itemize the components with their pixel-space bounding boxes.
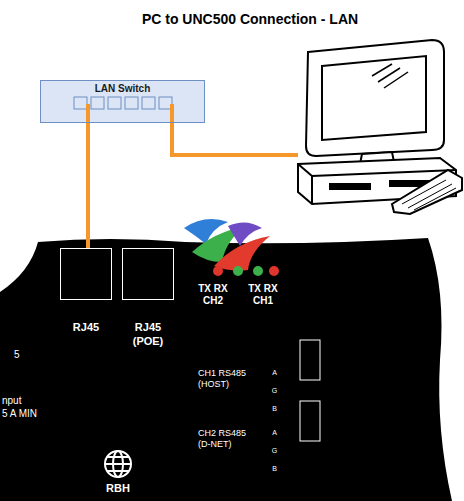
jack-socket bbox=[60, 248, 112, 300]
cut-off-label: 5 bbox=[14, 349, 34, 361]
port-label: CH1 RS485 (HOST) bbox=[198, 368, 260, 390]
led-green bbox=[233, 266, 243, 276]
jack-socket bbox=[122, 248, 174, 300]
terminal-block bbox=[300, 340, 320, 380]
pin-names: A G B bbox=[271, 424, 278, 478]
jack-label: RJ45 bbox=[64, 320, 108, 334]
led-label: TX RX CH1 bbox=[243, 283, 283, 307]
colour-logo bbox=[184, 219, 270, 270]
pc-computer bbox=[298, 40, 462, 214]
rj45-jack: RJ45 (POE) bbox=[122, 248, 174, 348]
rj45-jack: RJ45 bbox=[60, 248, 112, 334]
pin-names: A G B bbox=[271, 364, 278, 418]
brand-logo-text: RBH bbox=[98, 482, 138, 495]
led-label: TX RX CH2 bbox=[193, 283, 233, 307]
globe-logo bbox=[105, 451, 131, 477]
title: PC to UNC500 Connection - LAN bbox=[100, 11, 400, 27]
cut-off-label: nput bbox=[2, 395, 62, 407]
cut-off-label: 5 A MIN bbox=[2, 408, 72, 420]
led-red bbox=[213, 266, 223, 276]
switch-label: LAN Switch bbox=[41, 83, 204, 94]
lan-switch: LAN Switch bbox=[40, 80, 205, 123]
port-label: CH2 RS485 (D-NET) bbox=[198, 428, 260, 450]
controller-board bbox=[0, 238, 452, 501]
led-red bbox=[269, 266, 279, 276]
led-green bbox=[253, 266, 263, 276]
jack-label: RJ45 (POE) bbox=[126, 320, 170, 348]
lan-cable bbox=[172, 122, 298, 155]
terminal-block bbox=[300, 401, 320, 441]
